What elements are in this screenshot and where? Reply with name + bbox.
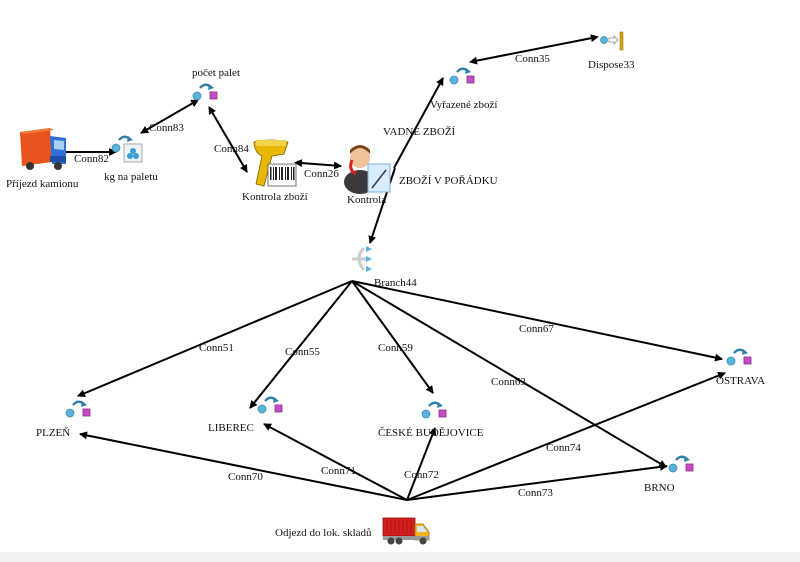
batch-process-icon[interactable] [110, 134, 143, 163]
kontrola-to-vyrazene-line[interactable] [393, 77, 444, 169]
node-label-kontrola-zbozi: Kontrola zboží [242, 191, 308, 203]
conn73-line[interactable] [406, 462, 668, 501]
conn26-line[interactable] [294, 159, 342, 170]
conn67-line[interactable] [351, 280, 723, 362]
process-icon-budejovice[interactable] [420, 400, 448, 420]
conn-label-74[interactable]: Conn74 [546, 442, 581, 454]
conn70-line[interactable] [79, 431, 408, 501]
kontrola-to-branch-line[interactable] [368, 167, 396, 244]
node-label-ostrava: OSTRAVA [716, 375, 766, 387]
truck-red-icon[interactable] [382, 517, 430, 545]
conn83-line[interactable] [140, 99, 200, 134]
process-icon-ostrava[interactable] [725, 347, 753, 367]
conn-label-63[interactable]: Conn63 [491, 376, 526, 388]
person-decision-icon[interactable] [344, 145, 391, 194]
branch-icon[interactable] [352, 246, 372, 272]
conn-label-51[interactable]: Conn51 [199, 342, 234, 354]
conn-label-35[interactable]: Conn35 [515, 53, 550, 65]
node-label-kg: kg na paletu [104, 171, 158, 183]
conn-label-73[interactable]: Conn73 [518, 487, 553, 499]
conn59-line[interactable] [351, 280, 434, 394]
bottom-bar [0, 552, 800, 562]
barcode-scanner-icon[interactable] [253, 139, 297, 187]
conn51-line[interactable] [77, 280, 353, 397]
conn-label-70[interactable]: Conn70 [228, 471, 263, 483]
conn35-line[interactable] [469, 34, 599, 65]
process-icon-brno[interactable] [667, 454, 695, 474]
node-label-prijezd: Příjezd kamionu [6, 178, 79, 190]
conn-label-67[interactable]: Conn67 [519, 323, 554, 335]
conn-label-84[interactable]: Conn84 [214, 143, 249, 155]
conn63-line[interactable] [351, 280, 667, 468]
conn-label-82[interactable]: Conn82 [74, 153, 109, 165]
node-label-vyrazene: Vyřazené zboží [430, 99, 498, 111]
conn71-line[interactable] [263, 423, 408, 501]
conn74-line[interactable] [406, 371, 726, 501]
conn84-line[interactable] [208, 105, 248, 173]
connections [57, 34, 726, 501]
conn-label-59[interactable]: Conn59 [378, 342, 413, 354]
truck-blue-icon[interactable] [20, 128, 66, 170]
node-label-pocet: počet palet [192, 67, 240, 79]
process-icon-pocet-palet[interactable] [191, 82, 219, 102]
conn55-line[interactable] [249, 280, 353, 409]
annotation-vadne-zbozi: VADNÉ ZBOŽÍ [383, 126, 456, 138]
process-icon-vyrazene-zbozi[interactable] [448, 66, 476, 86]
node-label-brno: BRNO [644, 482, 675, 494]
conn72-line[interactable] [406, 427, 437, 501]
conn-label-83[interactable]: Conn83 [149, 122, 184, 134]
conn-label-55[interactable]: Conn55 [285, 346, 320, 358]
conn-label-71[interactable]: Conn71 [321, 465, 356, 477]
annotation-zbozi-v-poradku: ZBOŽÍ V POŘÁDKU [399, 175, 498, 187]
node-label-dispose: Dispose33 [588, 59, 635, 71]
process-icon-liberec[interactable] [256, 395, 284, 415]
node-label-odjezd: Odjezd do lok. skladů [275, 527, 372, 539]
dispose-icon[interactable] [600, 31, 624, 51]
node-label-kontrola: Kontrola [347, 194, 387, 206]
node-label-liberec: LIBEREC [208, 422, 254, 434]
conn-label-26[interactable]: Conn26 [304, 168, 339, 180]
process-icon-plzen[interactable] [64, 399, 92, 419]
node-label-plzen: PLZEŇ [36, 427, 71, 439]
conn-label-72[interactable]: Conn72 [404, 469, 439, 481]
node-label-budejovice: ČESKÉ BUDĚJOVICE [378, 427, 484, 439]
node-label-branch: Branch44 [374, 277, 417, 289]
